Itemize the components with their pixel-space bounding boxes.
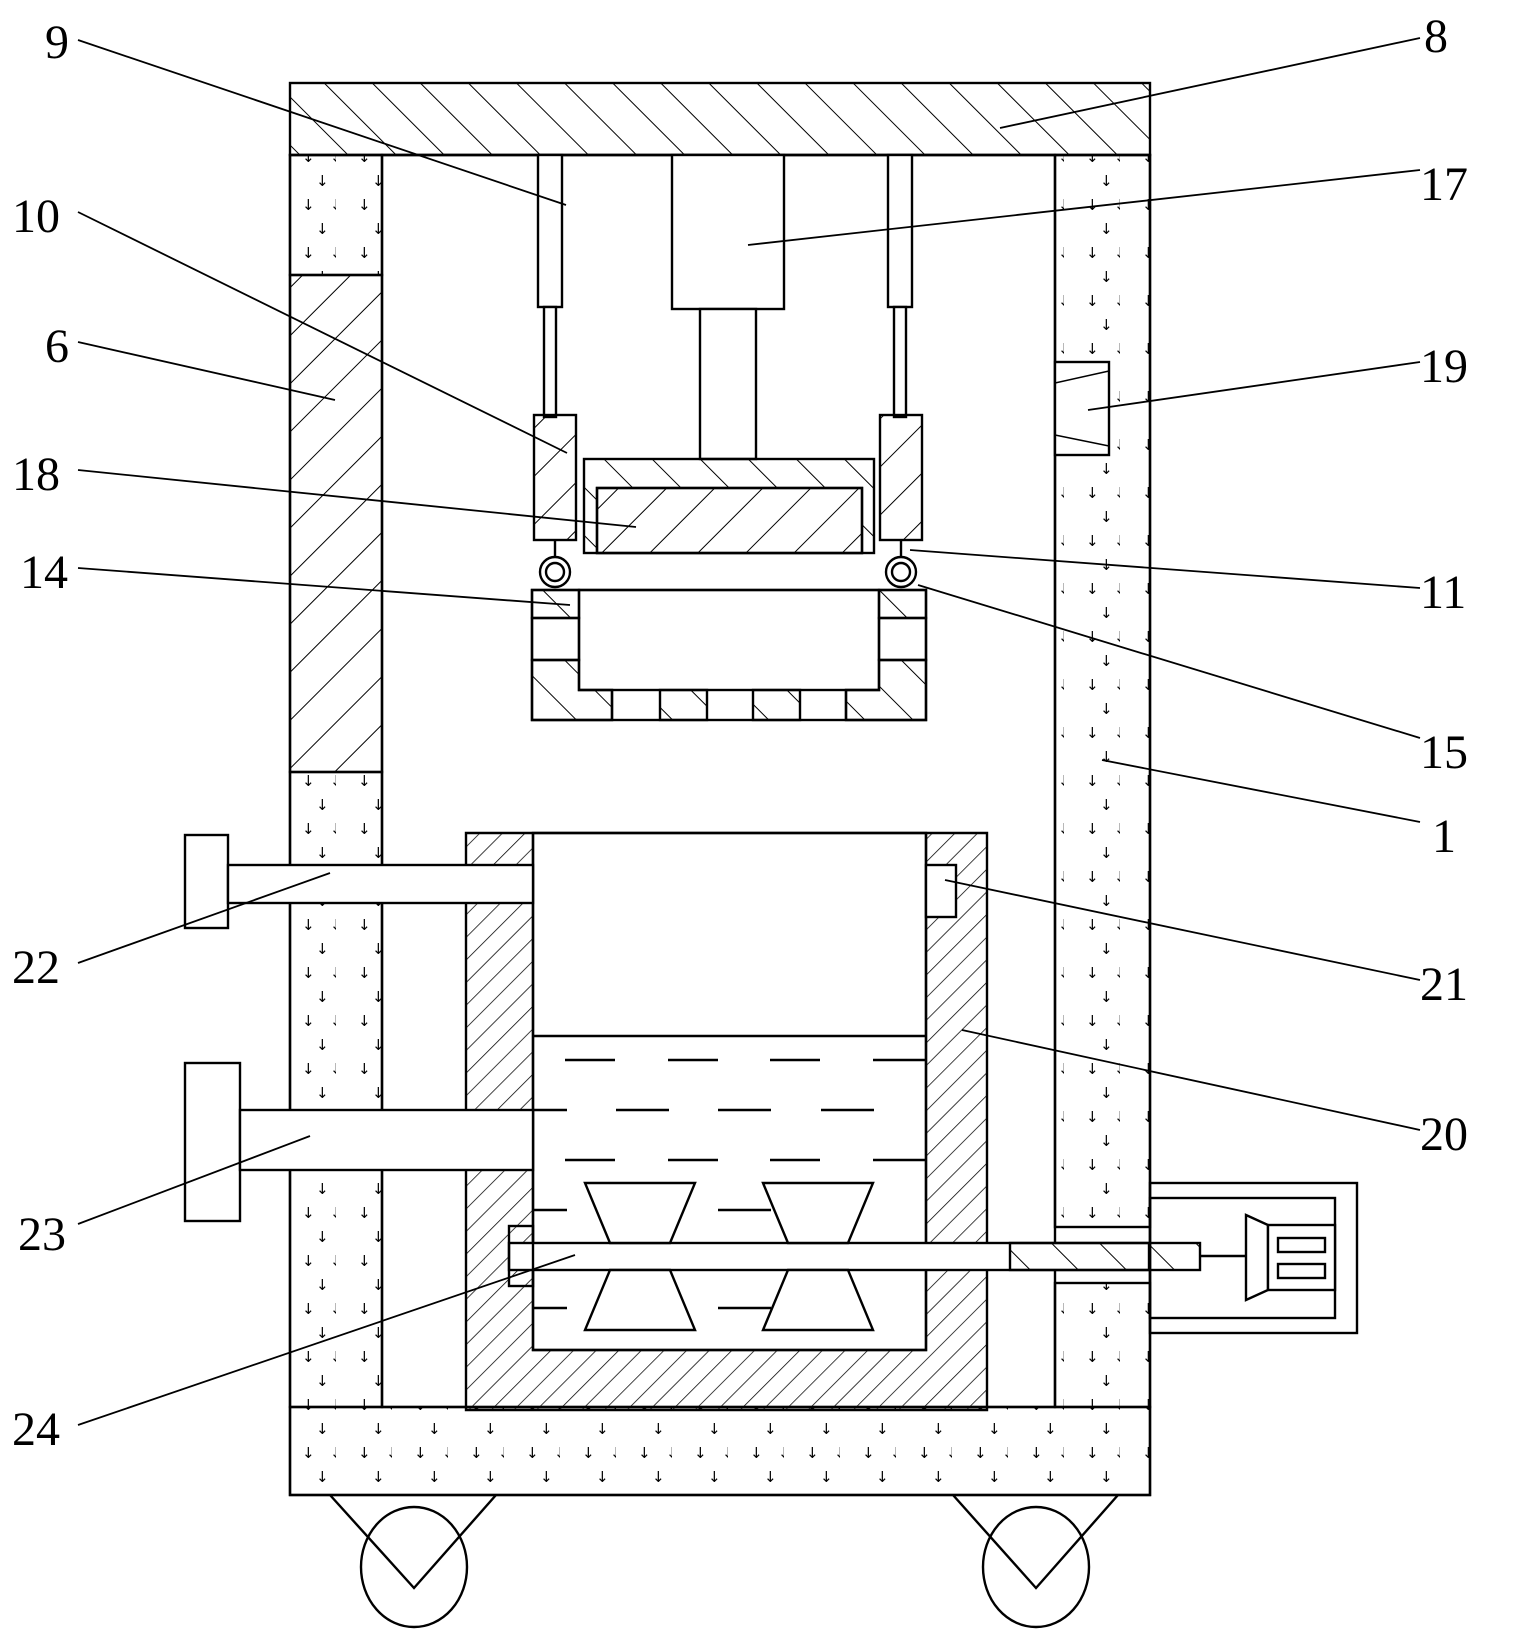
wheel-right — [952, 1494, 1119, 1629]
pressing-plate — [582, 457, 876, 555]
side-wall-panel — [288, 273, 384, 774]
motor-slot-top — [1276, 1236, 1327, 1254]
hydraulic-cylinder — [670, 153, 786, 461]
connecting-rod-right — [884, 540, 918, 589]
label-15: 15 — [1420, 726, 1468, 779]
label-14: 14 — [20, 546, 68, 599]
support-block-right — [877, 588, 928, 620]
basket-tray — [530, 588, 928, 722]
label-8: 8 — [1424, 10, 1448, 63]
wheel-left — [329, 1494, 497, 1629]
clamp-block-right — [878, 413, 924, 542]
label-21: 21 — [1420, 958, 1468, 1011]
leader-lines — [77, 37, 1421, 1426]
label-18: 18 — [12, 448, 60, 501]
callout-labels: 9 8 17 10 6 19 18 11 14 15 1 22 21 20 23… — [12, 10, 1468, 1456]
label-10: 10 — [12, 190, 60, 243]
hook-ring-left — [538, 555, 572, 589]
label-24: 24 — [12, 1403, 60, 1456]
label-1: 1 — [1432, 810, 1456, 863]
label-6: 6 — [45, 320, 69, 373]
liquid-level-marks — [533, 1058, 926, 1310]
stirring-blades — [583, 1181, 875, 1332]
label-9: 9 — [45, 16, 69, 69]
telescopic-rod-left — [536, 153, 564, 419]
label-20: 20 — [1420, 1108, 1468, 1161]
label-11: 11 — [1420, 566, 1466, 619]
label-19: 19 — [1420, 340, 1468, 393]
top-plate — [288, 81, 1152, 157]
liquid-tank — [464, 831, 989, 1412]
stirring-shaft — [507, 1181, 1202, 1332]
telescopic-rod-right — [886, 153, 914, 419]
clamp-block-left — [532, 413, 578, 542]
right-wall-lower-filler — [1053, 1281, 1152, 1409]
label-22: 22 — [12, 941, 60, 994]
left-wall-upper-filler — [288, 153, 384, 277]
hook-ring-right — [884, 555, 918, 589]
label-17: 17 — [1420, 158, 1468, 211]
right-wall-filler — [1053, 153, 1152, 1229]
motor-slot-bottom — [1276, 1262, 1327, 1280]
cabinet-floor — [288, 1405, 1152, 1497]
connecting-rod-left — [538, 540, 572, 589]
level-sensor — [924, 863, 958, 919]
motor-housing — [1148, 1181, 1359, 1335]
outlet-pipe — [183, 1061, 535, 1223]
label-23: 23 — [18, 1208, 66, 1261]
